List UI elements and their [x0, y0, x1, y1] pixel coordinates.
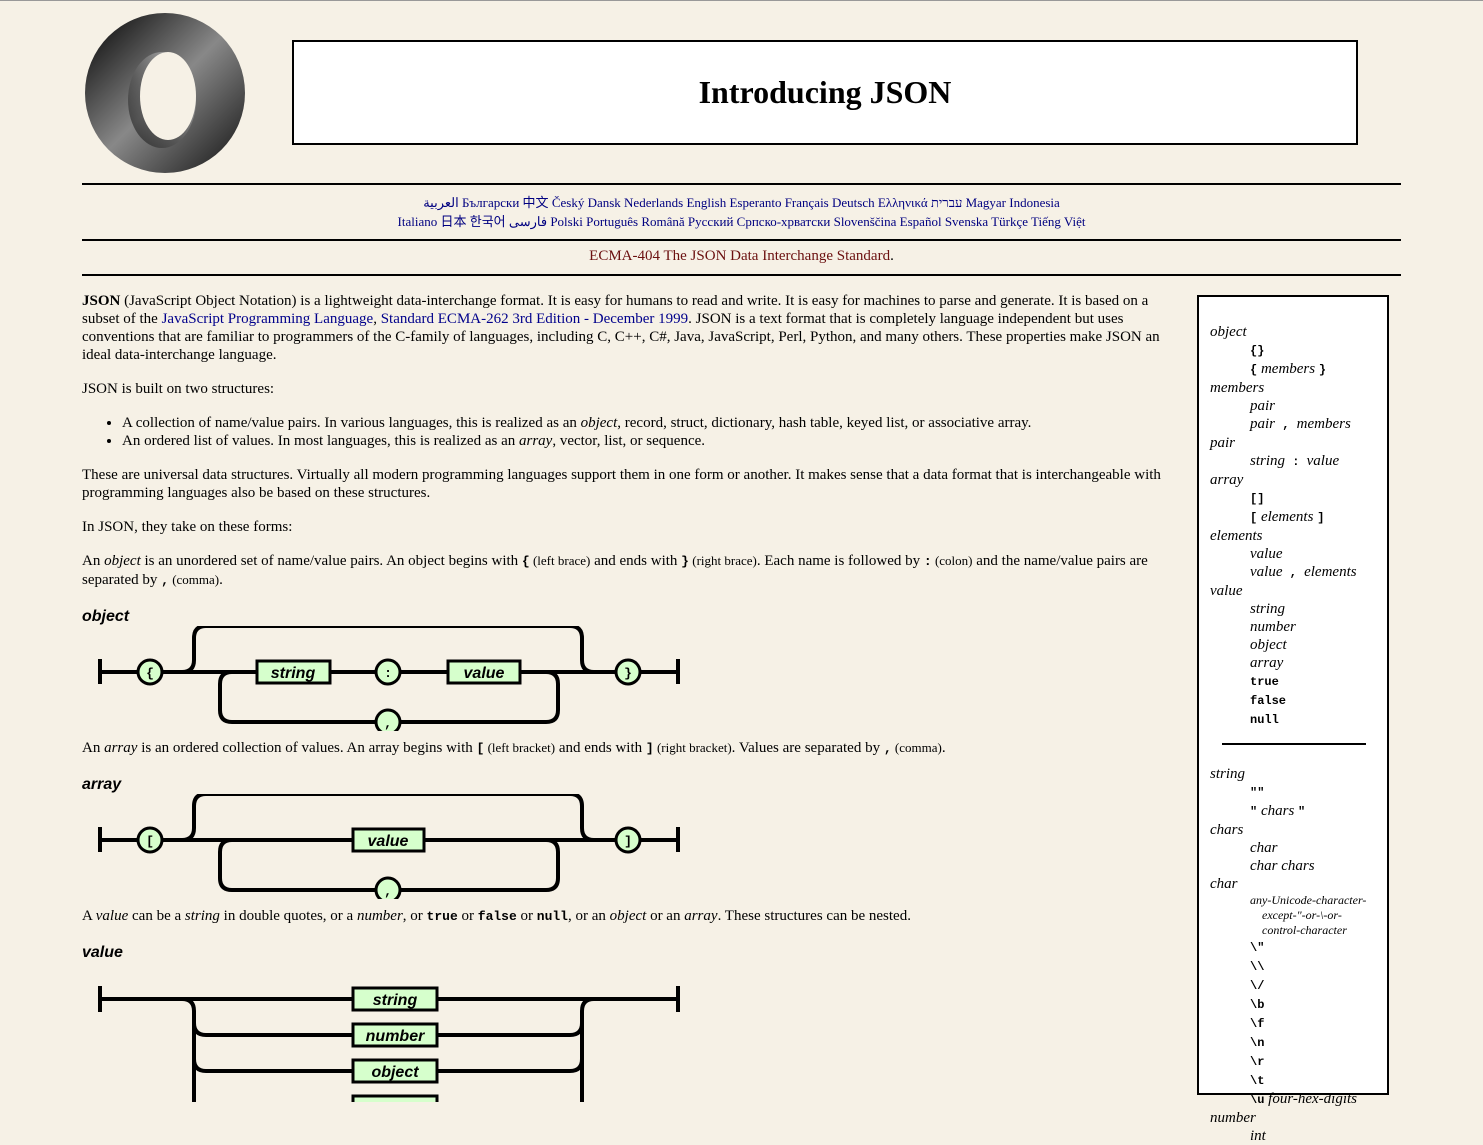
language-link[interactable]: Tiếng Việt — [1031, 214, 1086, 229]
language-link[interactable]: Русский — [687, 214, 734, 229]
object-node: object — [371, 1064, 419, 1081]
language-link[interactable]: Polski — [550, 214, 583, 229]
window-top-border — [0, 0, 1483, 1]
string-node: string — [271, 665, 316, 682]
language-link[interactable]: Ελληνικά — [877, 195, 928, 210]
open-brace-token: { — [146, 666, 154, 681]
title-banner: Introducing JSON — [292, 40, 1358, 145]
language-row-2: Italiano 日本 한국어 فارسی Polski Português R… — [82, 212, 1401, 231]
object-description: An object is an unordered set of name/va… — [82, 553, 1148, 588]
language-link[interactable]: Esperanto — [729, 195, 782, 210]
language-link[interactable]: فارسی — [508, 214, 548, 229]
comma-token: , — [384, 884, 392, 899]
grammar-number: number — [1210, 1110, 1256, 1126]
value-railroad-diagram: string number object — [98, 986, 680, 1102]
object-diagram-label: object — [82, 608, 130, 625]
javascript-link[interactable]: JavaScript Programming Language — [161, 311, 374, 327]
string-node: string — [373, 992, 418, 1009]
language-link[interactable]: Български — [461, 195, 520, 210]
grammar-value: value — [1210, 583, 1243, 599]
language-link[interactable]: 中文 — [522, 195, 549, 210]
language-link[interactable]: Nederlands — [624, 195, 684, 210]
close-brace-token: } — [624, 666, 632, 681]
value-node: value — [368, 833, 409, 850]
language-link[interactable]: Français — [784, 195, 829, 210]
language-link[interactable]: Svenska — [944, 214, 989, 229]
json-logo — [85, 13, 245, 173]
language-link[interactable]: English — [686, 195, 727, 210]
language-link[interactable]: العربية — [423, 195, 459, 210]
language-link[interactable]: Dansk — [587, 195, 621, 210]
grammar-array: array — [1210, 472, 1244, 488]
language-link[interactable]: Português — [586, 214, 639, 229]
value-node: value — [464, 665, 505, 682]
grammar-elements: elements — [1210, 528, 1263, 544]
ecma-notice: ECMA-404 The JSON Data Interchange Stand… — [589, 248, 894, 264]
colon-token: : — [384, 666, 392, 681]
intro-paragraph: JSON (JavaScript Object Notation) is a l… — [82, 293, 1160, 363]
value-description: A value can be a string in double quotes… — [82, 908, 911, 924]
array-railroad-diagram: [ ] , value — [98, 794, 680, 899]
language-link[interactable]: Indonesia — [1009, 195, 1060, 210]
value-diagram-label: value — [82, 944, 123, 961]
ecma-404-link[interactable]: ECMA-404 The JSON Data Interchange Stand… — [589, 248, 891, 264]
grammar-chars: chars — [1210, 822, 1244, 838]
language-link[interactable]: Italiano — [397, 214, 438, 229]
language-link[interactable]: 한국어 — [469, 214, 506, 229]
forms-paragraph: In JSON, they take on these forms: — [82, 519, 293, 535]
array-diagram-label: array — [82, 776, 122, 793]
grammar-divider — [1222, 743, 1366, 745]
grammar-sidebar: object {} { members } members pair pair … — [1197, 295, 1389, 1144]
language-link[interactable]: Magyar — [965, 195, 1007, 210]
language-link[interactable]: Español — [899, 214, 942, 229]
number-node: number — [366, 1028, 425, 1045]
grammar-object: object — [1210, 324, 1247, 340]
page-title: Introducing JSON — [698, 74, 952, 110]
grammar-char: char — [1210, 876, 1238, 892]
language-row-1: العربية Български 中文 Český Dansk Nederla… — [82, 193, 1401, 212]
universal-paragraph: These are universal data structures. Vir… — [82, 467, 1161, 501]
divider — [82, 274, 1401, 276]
language-link[interactable]: Slovenščina — [833, 214, 897, 229]
grammar-members: members — [1210, 380, 1265, 396]
close-bracket-token: ] — [624, 834, 632, 849]
structures-list: A collection of name/value pairs. In var… — [82, 414, 1167, 450]
open-bracket-token: [ — [146, 834, 154, 849]
ecma-262-link[interactable]: Standard ECMA-262 3rd Edition - December… — [380, 311, 689, 327]
language-link[interactable]: Română — [641, 214, 685, 229]
language-links: العربية Български 中文 Český Dansk Nederla… — [82, 193, 1401, 231]
grammar-pair: pair — [1210, 435, 1236, 451]
structures-intro: JSON is built on two structures: — [82, 381, 275, 397]
comma-token: , — [384, 716, 392, 731]
object-railroad-diagram: { : } , string value — [98, 626, 680, 731]
language-link[interactable]: Српско-хрватски — [736, 214, 831, 229]
grammar: object {} { members } members pair pair … — [1210, 323, 1387, 1145]
language-link[interactable]: Deutsch — [832, 195, 875, 210]
language-link[interactable]: Türkçe — [991, 214, 1028, 229]
language-link[interactable]: עברית — [930, 195, 963, 210]
main-content: JSON (JavaScript Object Notation) is a l… — [82, 292, 1167, 1102]
list-item: An ordered list of values. In most langu… — [122, 432, 1167, 450]
grammar-string: string — [1210, 766, 1246, 782]
divider — [82, 239, 1401, 241]
language-link[interactable]: Český — [551, 195, 585, 210]
array-description: An array is an ordered collection of val… — [82, 740, 946, 756]
list-item: A collection of name/value pairs. In var… — [122, 414, 1167, 432]
divider — [82, 183, 1401, 185]
language-link[interactable]: 日本 — [440, 214, 467, 229]
